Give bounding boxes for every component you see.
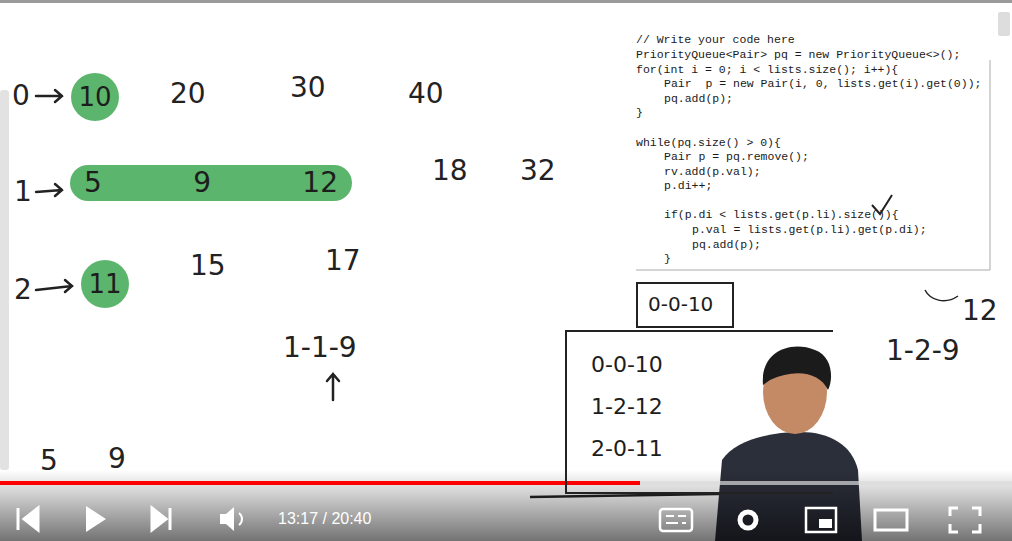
list-value: 32 <box>520 157 556 185</box>
row-index: 2 <box>14 276 32 304</box>
control-shade <box>0 470 1012 541</box>
node-text: 10 <box>78 84 111 110</box>
code-line: pq.add(p); <box>692 238 761 252</box>
top-edge <box>0 0 1012 3</box>
control-icons <box>18 506 980 532</box>
code-line: } <box>664 252 671 266</box>
list-value: 17 <box>325 247 361 275</box>
list-value: 40 <box>408 80 444 108</box>
list-value: 20 <box>170 80 206 108</box>
corner-icon <box>998 12 1010 36</box>
list-value: 18 <box>432 157 468 185</box>
code-line: Pair p = pq.remove(); <box>664 150 809 164</box>
presenter-hair <box>763 347 831 390</box>
node-text: 12 <box>302 169 338 197</box>
scribble <box>925 290 958 301</box>
progress-played <box>0 481 640 485</box>
code-line: } <box>636 106 643 120</box>
highlight-band: 5 9 12 <box>70 165 352 201</box>
list-value: 30 <box>290 74 326 102</box>
node-text: 0-0-10 <box>648 292 713 316</box>
pair-note: 1-1-9 <box>283 334 357 362</box>
pair-note: 1-2-9 <box>886 337 960 365</box>
node-text: 9 <box>193 169 211 197</box>
popped-pair-box: 0-0-10 <box>636 282 734 328</box>
node-text: 11 <box>88 271 121 297</box>
row-index: 1 <box>14 178 32 206</box>
code-line: Pair p = new Pair(i, 0, lists.get(i).get… <box>664 77 981 91</box>
progress-track <box>0 481 1012 485</box>
node-text: 0-0-10 <box>591 354 809 376</box>
highlight-circle: 11 <box>81 260 129 308</box>
code-line: while(pq.size() > 0){ <box>636 136 781 150</box>
list-value: 15 <box>190 252 226 280</box>
node-text: 1-2-12 <box>591 396 809 418</box>
pair-note: 12 <box>962 297 998 325</box>
code-line: rv.add(p.val); <box>664 165 761 179</box>
output-value: 9 <box>108 445 126 473</box>
code-line: PriorityQueue<Pair> pq = new PriorityQue… <box>636 48 960 62</box>
output-value: 5 <box>40 447 58 475</box>
code-line: p.val = lists.get(p.li).get(p.di); <box>692 223 927 237</box>
code-line: p.di++; <box>664 179 712 193</box>
priority-queue-box: 0-0-10 1-2-12 2-0-11 <box>565 330 833 494</box>
row-index: 0 <box>12 82 30 110</box>
node-text: 2-0-11 <box>591 438 809 460</box>
code-line: // Write your code here <box>636 33 795 47</box>
highlight-circle: 10 <box>71 73 119 121</box>
code-line: if(p.di < lists.get(p.li).size()){ <box>664 208 899 222</box>
node-text: 5 <box>84 169 102 197</box>
code-line: pq.add(p); <box>664 92 733 106</box>
code-line: for(int i = 0; i < lists.size(); i++){ <box>636 63 898 77</box>
time-display: 13:17 / 20:40 <box>278 511 371 527</box>
side-bar <box>0 90 9 470</box>
code-panel-edge <box>636 60 990 270</box>
